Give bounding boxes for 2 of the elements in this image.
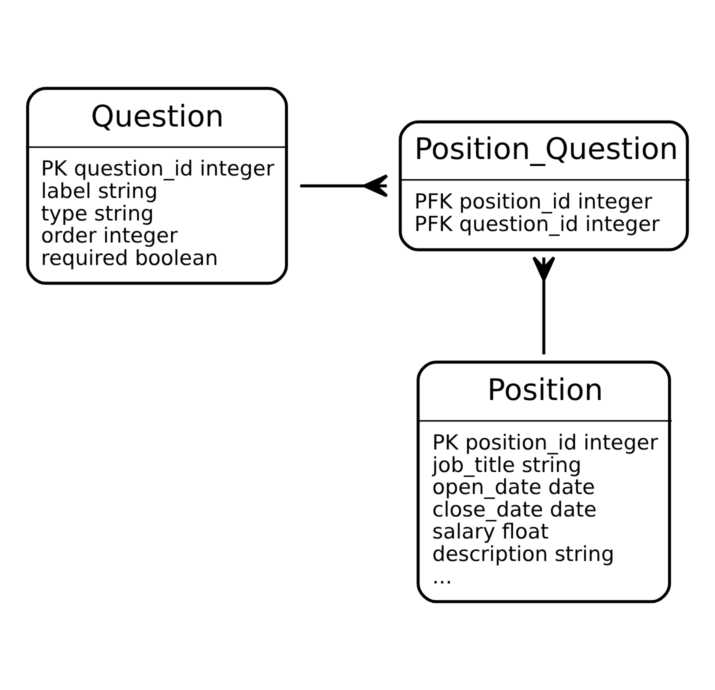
connector: [300, 174, 388, 198]
connector: [532, 256, 556, 354]
